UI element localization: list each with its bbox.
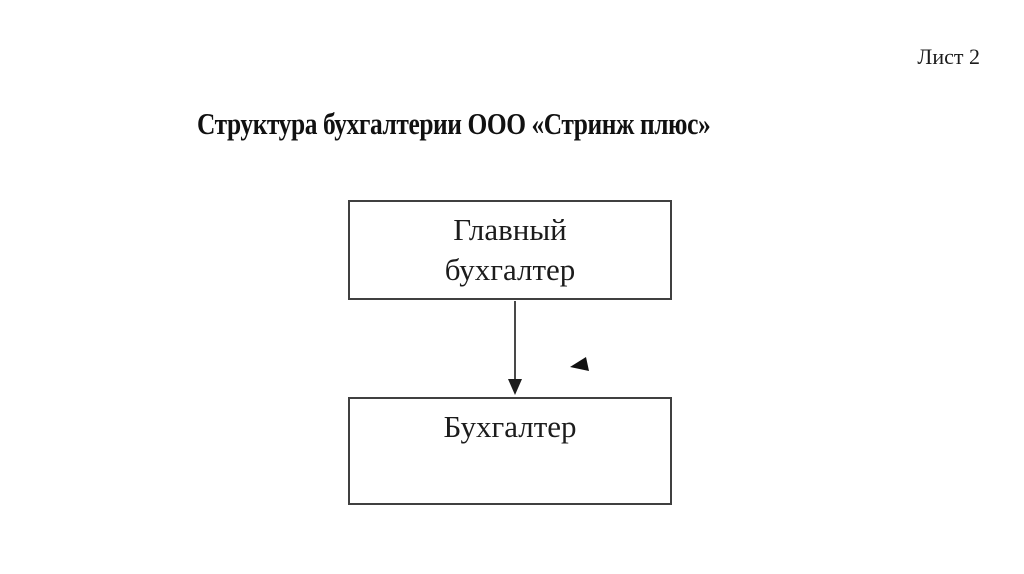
node-accountant: Бухгалтер bbox=[348, 397, 672, 505]
sheet-label: Лист 2 bbox=[917, 44, 980, 69]
node-chief-accountant-label-line1: Главный bbox=[453, 212, 567, 248]
connector-arrow-down bbox=[508, 301, 522, 395]
node-accountant-label: Бухгалтер bbox=[443, 409, 577, 444]
page-title: Структура бухгалтерии ООО «Стринж плюс» bbox=[197, 106, 711, 141]
stray-triangle-marker-icon bbox=[570, 357, 589, 371]
node-chief-accountant-label-line2: бухгалтер bbox=[444, 252, 576, 287]
node-chief-accountant: Главный бухгалтер bbox=[348, 200, 672, 300]
